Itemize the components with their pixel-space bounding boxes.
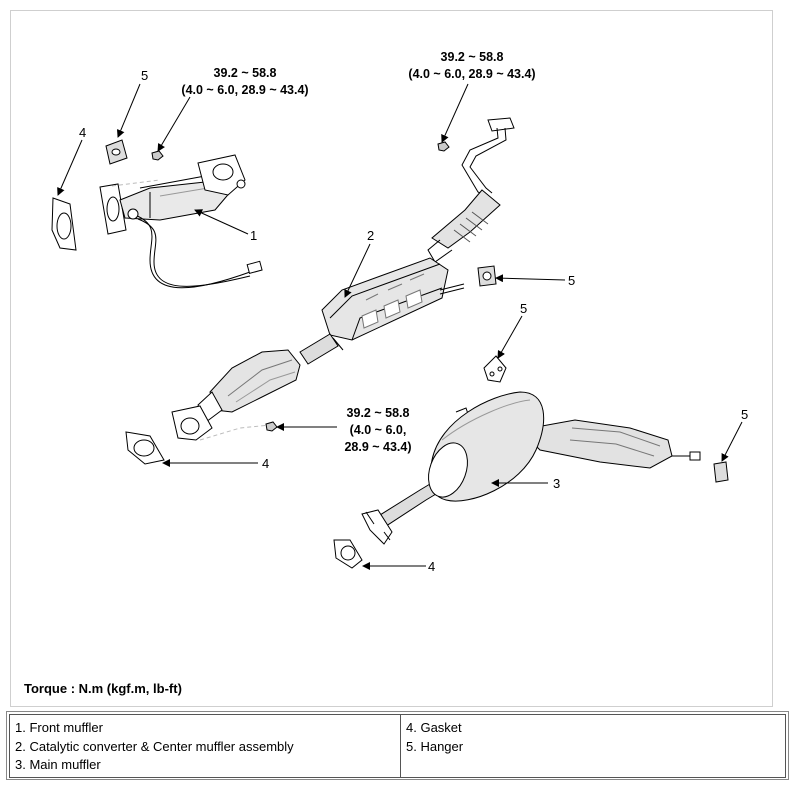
callout-5-bracket: 5	[520, 301, 527, 316]
main-muffler	[361, 391, 701, 545]
callout-4-cat: 4	[262, 456, 269, 471]
legend-table: 1. Front muffler 2. Catalytic converter …	[9, 714, 786, 778]
diagram-frame	[10, 10, 773, 707]
callout-4-main: 4	[428, 559, 435, 574]
torque-3-units-a: (4.0 ~ 6.0,	[350, 423, 407, 437]
catalytic-converter-center-muffler	[171, 117, 515, 441]
hanger-front	[105, 139, 128, 165]
gasket-front	[51, 197, 77, 251]
hanger-bracket	[483, 355, 507, 383]
legend-column-1: 1. Front muffler 2. Catalytic converter …	[9, 714, 401, 778]
callout-5-front: 5	[141, 68, 148, 83]
nut-upper	[437, 141, 450, 152]
torque-3-units-b: 28.9 ~ 43.4)	[344, 440, 411, 454]
nut-cat	[265, 421, 278, 432]
callout-2: 2	[367, 228, 374, 243]
callout-1: 1	[250, 228, 257, 243]
legend-item-1: 1. Front muffler	[15, 720, 103, 735]
torque-1-units: (4.0 ~ 6.0, 28.9 ~ 43.4)	[181, 83, 308, 97]
legend-item-3: 3. Main muffler	[15, 757, 101, 772]
torque-2-units: (4.0 ~ 6.0, 28.9 ~ 43.4)	[408, 67, 535, 81]
torque-units-note: Torque : N.m (kgf.m, lb-ft)	[24, 681, 182, 696]
exhaust-system-diagram: 1 2 3 4 4 4 5 5 5 5 39.2 ~ 58.8 (4.0 ~ 6…	[51, 50, 748, 574]
legend-column-2: 4. Gasket 5. Hanger	[400, 714, 786, 778]
torque-1-value: 39.2 ~ 58.8	[214, 66, 277, 80]
hanger-center	[477, 265, 497, 287]
hanger-rear	[713, 461, 729, 483]
leader-lines	[57, 83, 743, 570]
legend-item-2: 2. Catalytic converter & Center muffler …	[15, 738, 294, 754]
torque-2-value: 39.2 ~ 58.8	[441, 50, 504, 64]
legend-item-4: 4. Gasket	[406, 720, 462, 735]
callout-3: 3	[553, 476, 560, 491]
gasket-main	[333, 539, 363, 569]
nut-front	[151, 150, 164, 161]
gasket-cat	[125, 431, 165, 465]
callout-4-front: 4	[79, 125, 86, 140]
callout-5-center: 5	[568, 273, 575, 288]
front-muffler	[99, 154, 263, 289]
legend-item-5: 5. Hanger	[406, 738, 464, 754]
legend-frame	[6, 711, 789, 780]
callout-5-rear: 5	[741, 407, 748, 422]
torque-3-value: 39.2 ~ 58.8	[347, 406, 410, 420]
